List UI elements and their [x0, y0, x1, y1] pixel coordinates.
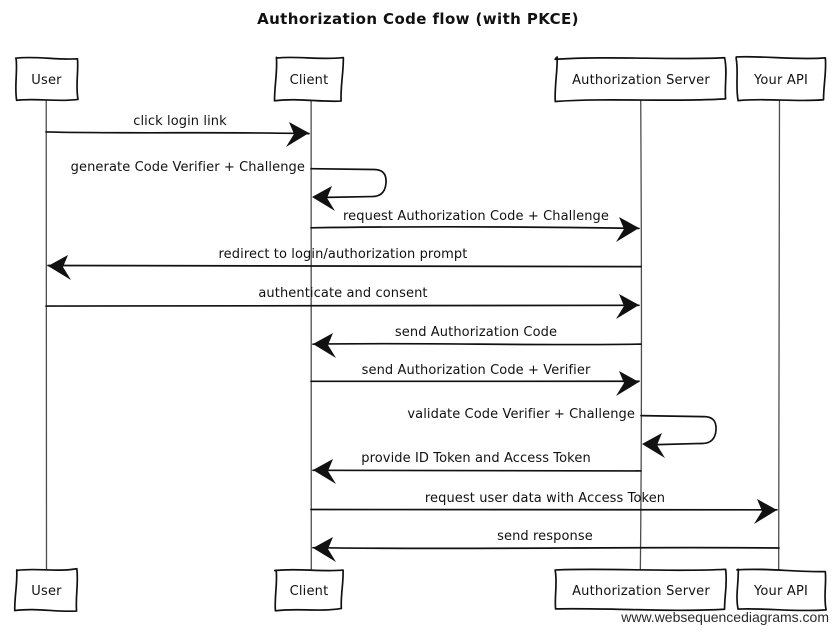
message-label-8: validate Code Verifier + Challenge: [407, 407, 635, 422]
participant-box-as-top: [554, 56, 727, 103]
message-label-2: generate Code Verifier + Challenge: [71, 160, 305, 175]
participant-api-bottom[interactable]: Your API: [736, 568, 827, 612]
message-6[interactable]: send Authorization Code: [312, 325, 642, 358]
messages-group: click login link generate Code Verifier +…: [45, 114, 780, 562]
message-line-6: [312, 342, 642, 346]
message-line-1: [45, 131, 310, 135]
participant-box-api-bottom: [736, 568, 827, 612]
message-line-4: [47, 264, 642, 268]
arrowhead-5: [616, 294, 639, 319]
participant-box-client-top: [273, 56, 345, 103]
participant-user-bottom[interactable]: User: [13, 567, 79, 613]
participant-label-client-top: Client: [290, 73, 329, 88]
arrowhead-8: [642, 433, 665, 458]
message-10[interactable]: request user data with Access Token: [310, 491, 778, 524]
message-label-7: send Authorization Code + Verifier: [362, 363, 591, 378]
lifelines-group: [45, 99, 781, 571]
lifeline-client: [309, 99, 312, 571]
participant-label-user-bottom: User: [31, 584, 62, 599]
participant-label-as-top: Authorization Server: [572, 73, 710, 88]
arrowhead-2: [312, 186, 335, 211]
message-label-3: request Authorization Code + Challenge: [343, 209, 609, 224]
message-line-11: [312, 546, 780, 550]
participant-box-user-top: [14, 56, 79, 102]
message-5[interactable]: authenticate and consent: [45, 286, 640, 319]
message-label-9: provide ID Token and Access Token: [361, 451, 591, 466]
self-message-line-2: [310, 167, 387, 199]
arrowhead-9: [313, 459, 336, 484]
message-9[interactable]: provide ID Token and Access Token: [312, 451, 642, 484]
arrowhead-7: [616, 371, 639, 396]
participant-user-top[interactable]: User: [14, 56, 79, 102]
participant-client-top[interactable]: Client: [273, 56, 345, 103]
participant-label-api-bottom: Your API: [753, 584, 808, 599]
participant-box-api-top: [735, 55, 827, 102]
watermark: www.websequencediagrams.com: [620, 609, 829, 625]
participant-label-as-bottom: Authorization Server: [572, 584, 710, 599]
arrowhead-1: [286, 122, 309, 147]
participant-box-client-bottom: [273, 568, 344, 612]
message-label-11: send response: [497, 529, 593, 544]
arrowhead-4: [48, 255, 71, 280]
page-title: Authorization Code flow (with PKCE): [257, 10, 579, 28]
message-label-10: request user data with Access Token: [425, 491, 665, 506]
message-label-4: redirect to login/authorization prompt: [219, 247, 468, 262]
message-2[interactable]: generate Code Verifier + Challenge: [71, 160, 387, 211]
participant-box-as-bottom: [554, 568, 728, 612]
participant-label-user-top: User: [31, 73, 62, 88]
message-1[interactable]: click login link: [45, 114, 310, 147]
participant-api-top[interactable]: Your API: [735, 55, 827, 102]
message-label-5: authenticate and consent: [258, 286, 427, 301]
message-7[interactable]: send Authorization Code + Verifier: [310, 363, 640, 396]
message-3[interactable]: request Authorization Code + Challenge: [310, 209, 640, 242]
message-line-10: [310, 508, 778, 511]
message-label-1: click login link: [133, 114, 227, 129]
participant-box-user-bottom: [13, 567, 79, 613]
message-line-9: [312, 469, 642, 472]
message-label-6: send Authorization Code: [395, 325, 557, 340]
message-8[interactable]: validate Code Verifier + Challenge: [407, 407, 717, 458]
message-line-3: [310, 225, 640, 230]
arrowhead-3: [616, 217, 639, 242]
participant-label-client-bottom: Client: [290, 584, 329, 599]
arrowhead-6: [313, 333, 336, 358]
participant-client-bottom[interactable]: Client: [273, 568, 344, 612]
participant-as-bottom[interactable]: Authorization Server: [554, 568, 728, 612]
message-11[interactable]: send response: [312, 529, 780, 562]
lifeline-as: [639, 99, 643, 571]
message-4[interactable]: redirect to login/authorization prompt: [47, 247, 642, 280]
lifeline-api: [778, 99, 781, 571]
arrowhead-11: [313, 537, 336, 562]
participant-label-api-top: Your API: [753, 73, 808, 88]
self-message-line-8: [640, 414, 717, 446]
message-line-5: [45, 303, 640, 307]
lifeline-user: [45, 99, 48, 571]
arrowhead-10: [754, 499, 777, 524]
participant-as-top[interactable]: Authorization Server: [554, 56, 727, 103]
